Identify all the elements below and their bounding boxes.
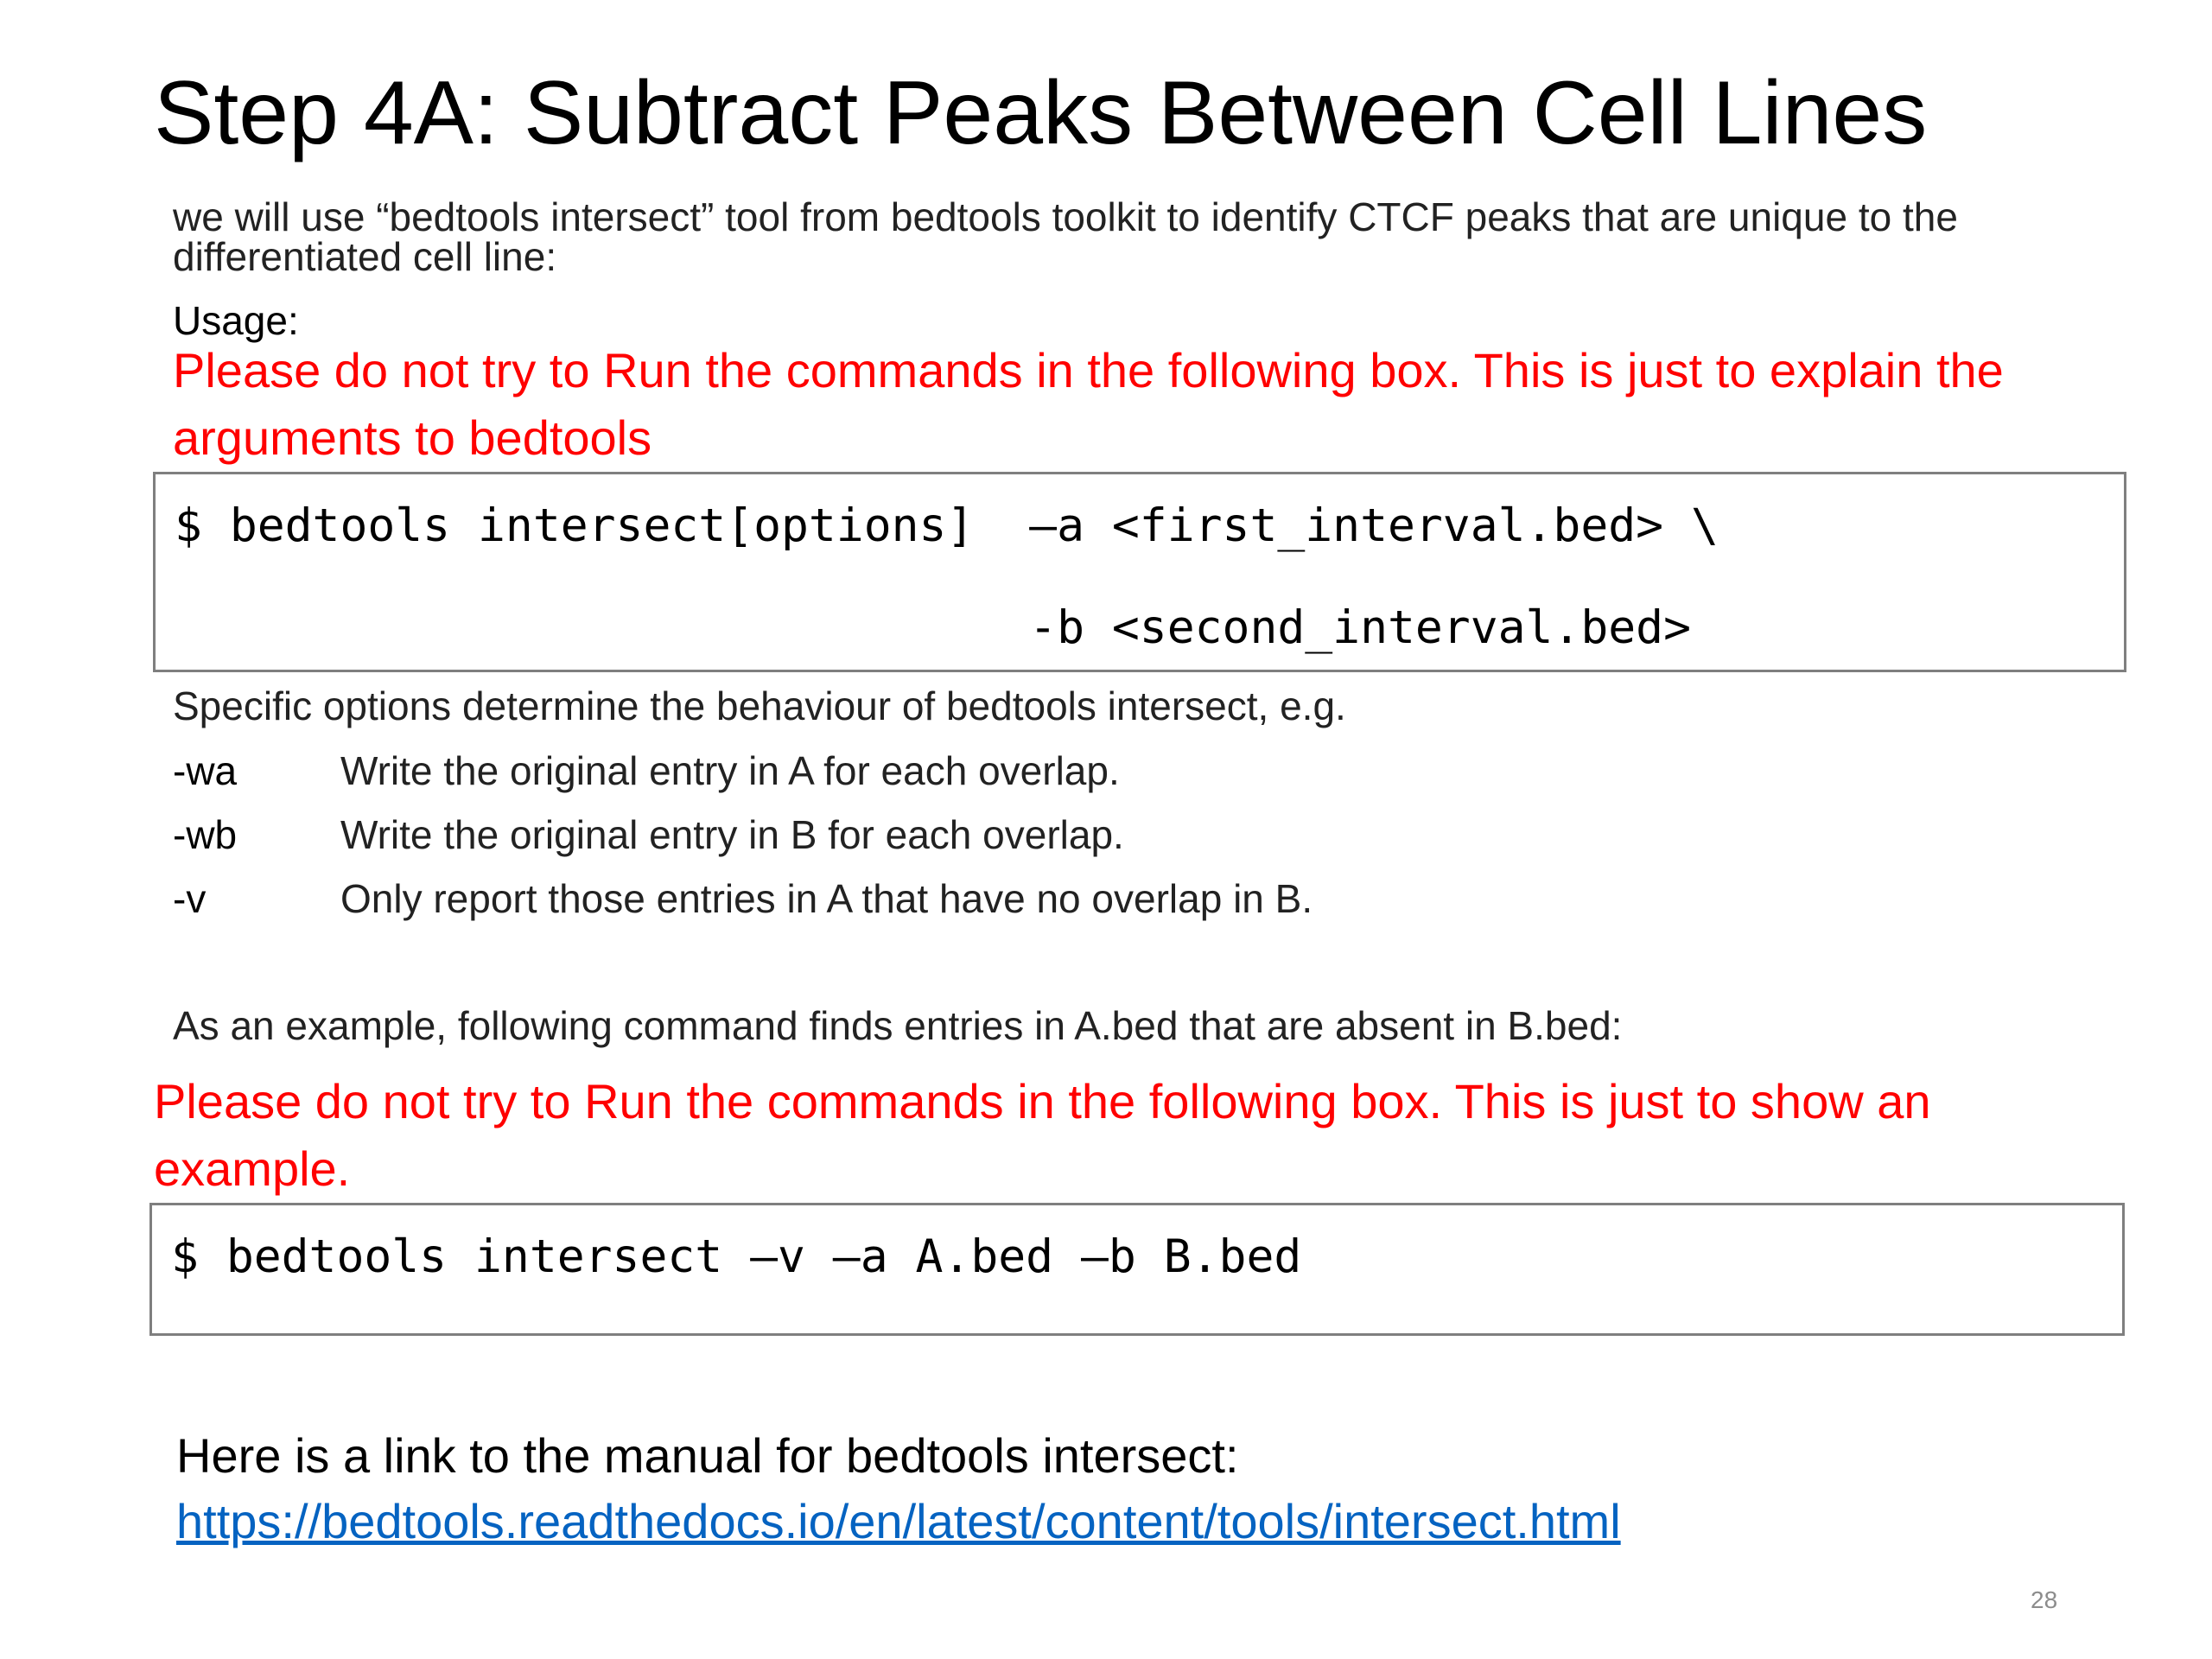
usage-label: Usage: [173, 298, 299, 343]
options-intro: Specific options determine the behaviour… [173, 683, 1346, 728]
example-code-line: $ bedtools intersect –v –a A.bed –b B.be… [171, 1230, 1302, 1283]
intro-text: we will use “bedtools intersect” tool fr… [173, 194, 1958, 279]
option-flag: -v [173, 876, 207, 921]
option-description: Only report those entries in A that have… [340, 876, 1313, 921]
example-intro: As an example, following command finds e… [173, 1003, 1623, 1048]
option-description: Write the original entry in B for each o… [340, 812, 1124, 857]
option-flag: -wa [173, 748, 238, 793]
manual-link[interactable]: https://bedtools.readthedocs.io/en/lates… [176, 1494, 1621, 1548]
usage-code-line: $ bedtools intersect[options] –a <first_… [175, 499, 1719, 552]
example-code-box: $ bedtools intersect –v –a A.bed –b B.be… [149, 1203, 2125, 1336]
usage-code-box: $ bedtools intersect[options] –a <first_… [153, 472, 2126, 672]
warning-text-usage: Please do not try to Run the commands in… [173, 343, 2004, 465]
option-description: Write the original entry in A for each o… [340, 748, 1120, 793]
warning-text-example: Please do not try to Run the commands in… [154, 1074, 1931, 1196]
usage-code-line: -b <second_interval.bed> [175, 601, 1691, 654]
option-flag: -wb [173, 812, 238, 857]
manual-text: Here is a link to the manual for bedtool… [176, 1428, 1239, 1483]
slide-title: Step 4A: Subtract Peaks Between Cell Lin… [154, 63, 1928, 163]
page-number: 28 [2031, 1586, 2058, 1613]
